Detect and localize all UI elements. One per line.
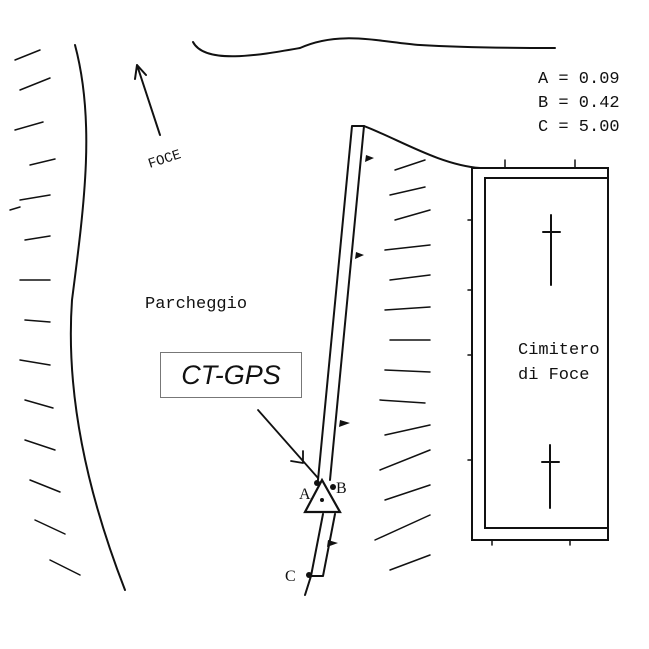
cemetery-label-line2: di Foce: [518, 366, 590, 385]
cemetery-ticks: [467, 159, 576, 546]
left-bank-line: [69, 44, 126, 591]
point-b-label: B: [336, 480, 347, 497]
gps-station-triangle-icon: [303, 477, 342, 514]
left-bank-hatching: [9, 49, 81, 576]
parking-label: Parcheggio: [145, 295, 248, 314]
point-a-label: A: [299, 486, 311, 503]
legend-b: B = 0.42: [538, 94, 620, 113]
embankment-hatching: [374, 159, 431, 571]
cross-icon: [541, 444, 560, 509]
road-markers: [327, 155, 374, 547]
cemetery-label-line1: Cimitero: [518, 341, 600, 360]
river-edge: [192, 37, 556, 58]
pointer-arrow-icon: [257, 409, 319, 479]
point-c-label: C: [285, 568, 296, 585]
station-label-box: CT-GPS: [160, 352, 302, 398]
legend-c: C = 5.00: [538, 118, 620, 137]
road-line: [304, 125, 365, 596]
cemetery-wall-inner: [484, 177, 609, 529]
cross-icon: [542, 214, 561, 286]
station-points: [306, 480, 336, 578]
legend-a: A = 0.09: [538, 70, 620, 89]
foce-arrow-icon: [134, 64, 161, 136]
